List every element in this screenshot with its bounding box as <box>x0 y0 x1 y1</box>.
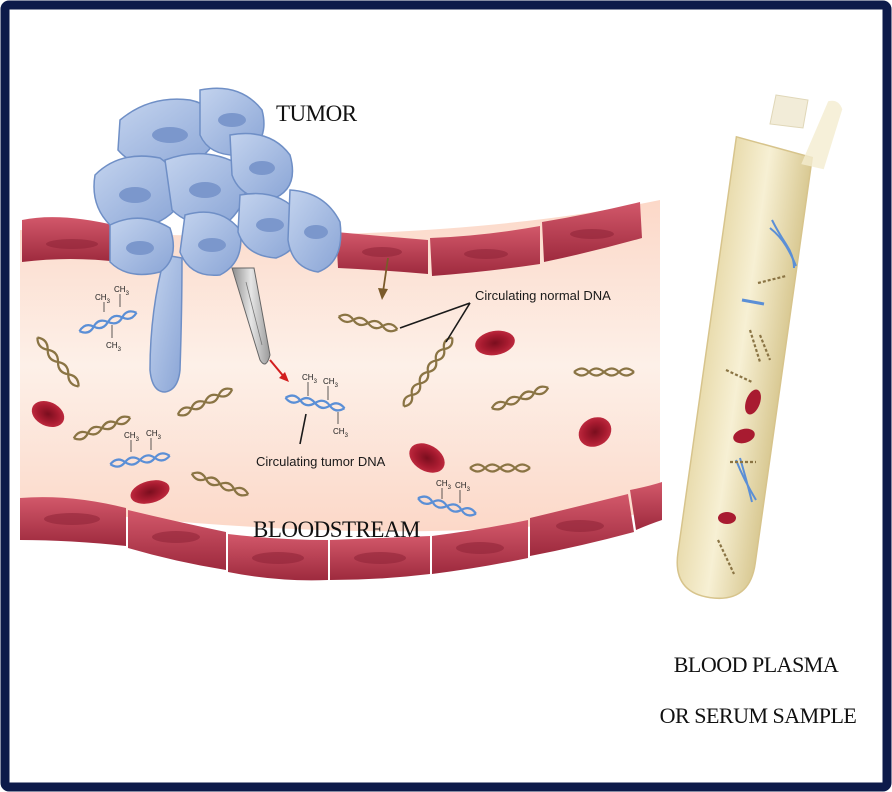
bloodstream-label: BLOODSTREAM <box>253 517 420 542</box>
tumor-label: TUMOR <box>276 101 358 126</box>
normal-dna-label: Circulating normal DNA <box>475 288 611 303</box>
sample-label-line1: BLOOD PLASMA <box>674 652 839 677</box>
tumor-dna-label: Circulating tumor DNA <box>256 454 386 469</box>
sample-label-line2: OR SERUM SAMPLE <box>660 703 857 728</box>
